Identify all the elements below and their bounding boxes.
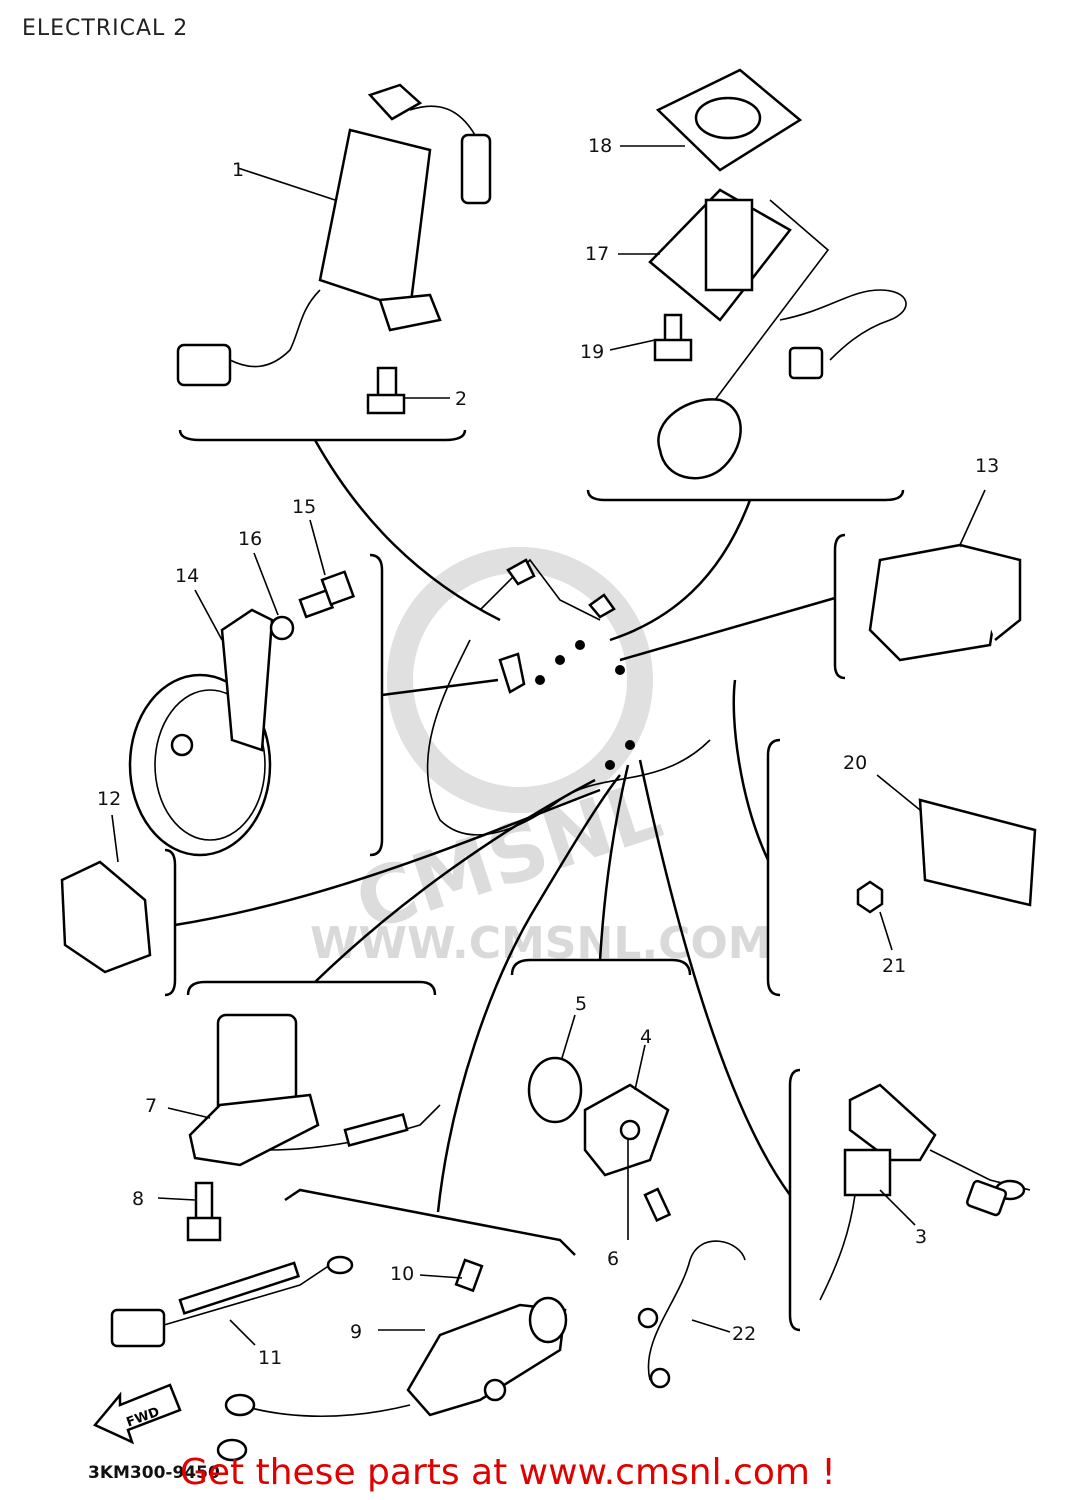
callout-19: 19 xyxy=(580,341,604,363)
bracket-3 xyxy=(788,1068,801,1332)
leader-group-1 xyxy=(313,439,501,622)
leader-12 xyxy=(174,788,601,927)
diagram-code: 3KM300-9450 xyxy=(88,1463,220,1483)
part-10-screw xyxy=(419,1258,484,1293)
callout-18: 18 xyxy=(588,135,612,157)
part-18-gasket xyxy=(620,68,803,172)
part-15-bolt xyxy=(298,519,356,619)
callout-4: 4 xyxy=(640,1026,652,1048)
part-14-horn xyxy=(128,589,274,857)
leader-group-7 xyxy=(314,778,596,983)
bracket-group-7 xyxy=(186,980,437,996)
part-20-cdi-unit xyxy=(876,774,1037,907)
bracket-group-1 xyxy=(178,429,467,442)
watermark-logo-ring xyxy=(387,547,653,813)
part-12-rectifier xyxy=(60,814,152,974)
part-21-nut xyxy=(856,880,893,951)
frame-hub xyxy=(426,558,711,836)
part-5-o-ring xyxy=(527,1014,583,1124)
callout-21: 21 xyxy=(882,955,906,977)
callout-17: 17 xyxy=(585,243,609,265)
callout-12: 12 xyxy=(97,788,121,810)
part-11-wire-lead xyxy=(110,1255,354,1348)
part-3-switch xyxy=(819,1083,1031,1301)
part-19-screw xyxy=(609,313,693,362)
part-7-fuel-pump xyxy=(167,1013,441,1167)
bracket-group-17 xyxy=(586,489,905,502)
bracket-14 xyxy=(369,553,384,857)
leader-group-17 xyxy=(609,499,752,642)
callout-6: 6 xyxy=(607,1248,619,1270)
part-16-washer xyxy=(253,552,295,641)
callout-7: 7 xyxy=(145,1095,157,1117)
part-9-sensor xyxy=(216,1296,568,1462)
part-13-relay xyxy=(868,489,1022,662)
callout-10: 10 xyxy=(390,1263,414,1285)
part-8-bolt xyxy=(157,1181,222,1242)
bracket-group-9 xyxy=(284,1188,576,1256)
callout-22: 22 xyxy=(732,1323,756,1345)
callout-3: 3 xyxy=(915,1226,927,1248)
callout-13: 13 xyxy=(975,455,999,477)
leader-3 xyxy=(638,759,792,1196)
callout-9: 9 xyxy=(350,1321,362,1343)
part-4-sensor xyxy=(583,1044,670,1177)
callout-20: 20 xyxy=(843,752,867,774)
bracket-12 xyxy=(164,848,177,997)
callout-1: 1 xyxy=(232,159,244,181)
page-title: ELECTRICAL 2 xyxy=(22,16,189,41)
callout-15: 15 xyxy=(292,496,316,518)
leader-14 xyxy=(381,678,499,697)
callout-5: 5 xyxy=(575,993,587,1015)
watermark-group: CMSNL WWW.CMSNL.COM xyxy=(310,547,772,969)
callout-14: 14 xyxy=(175,565,199,587)
part-17-fuel-sender xyxy=(618,188,907,480)
fwd-arrow-icon: FWD xyxy=(92,1383,182,1445)
part-22-lead xyxy=(637,1240,746,1389)
bracket-20 xyxy=(766,738,781,997)
part-1-main-switch xyxy=(176,83,492,387)
leader-group-4 xyxy=(598,764,630,961)
parts-link-banner[interactable]: Get these parts at www.cmsnl.com ! xyxy=(180,1452,836,1493)
part-2-screw xyxy=(366,366,450,415)
leader-20 xyxy=(732,679,770,861)
callout-8: 8 xyxy=(132,1188,144,1210)
bracket-13 xyxy=(833,533,846,680)
part-6-screw xyxy=(627,1140,672,1240)
leader-13 xyxy=(619,596,836,662)
leader-group-9 xyxy=(436,774,621,1213)
callout-2: 2 xyxy=(455,388,467,410)
callout-11: 11 xyxy=(258,1347,282,1369)
callout-16: 16 xyxy=(238,528,262,550)
